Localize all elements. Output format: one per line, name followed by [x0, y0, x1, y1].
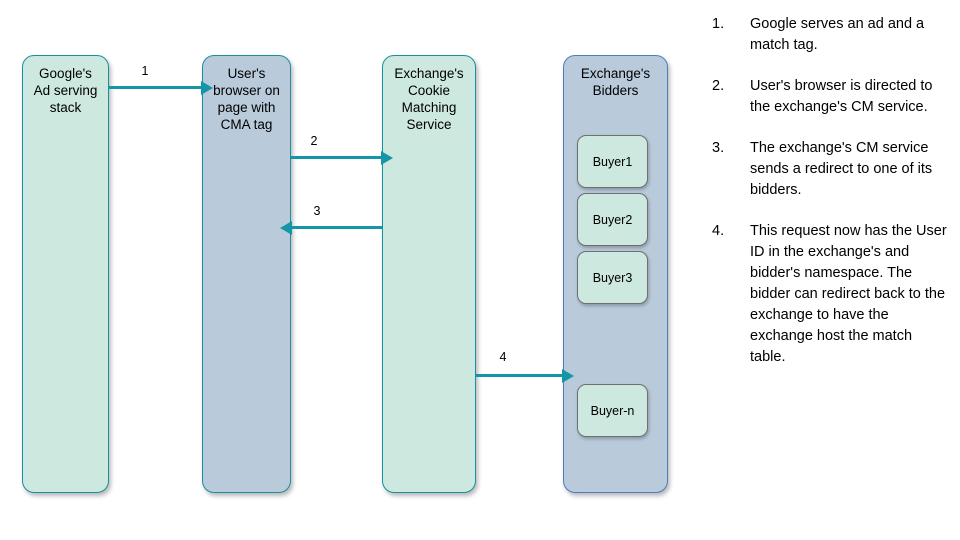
buyer-box-1: Buyer1 [577, 135, 648, 188]
arrow-head-left-icon [280, 220, 292, 235]
step-3-number: 3. [712, 140, 725, 156]
arrow-head-right-icon [201, 80, 213, 95]
steps-list: 1. Google serves an ad and a match tag. … [712, 14, 950, 388]
step-item-3: 3. The exchange's CM service sends a red… [712, 138, 950, 201]
arrow-head-right-icon [562, 368, 574, 383]
step-2-number: 2. [712, 78, 725, 94]
arrow-4-label: 4 [499, 350, 507, 364]
step-1-number: 1. [712, 16, 725, 32]
step-1-text: Google serves an ad and a match tag. [750, 16, 925, 53]
arrow-3-label: 3 [313, 204, 321, 218]
arrow-1-label: 1 [141, 64, 149, 78]
flow-box-user-browser-label: User's browser on page with CMA tag [213, 66, 280, 132]
step-2-text: User's browser is directed to the exchan… [750, 78, 933, 115]
arrow-1-ad-stack-to-browser [108, 80, 213, 95]
buyer-box-3-label: Buyer3 [592, 270, 633, 285]
buyer-box-2-label: Buyer2 [592, 212, 633, 227]
arrow-4-cm-service-to-bidders [476, 368, 574, 383]
step-item-4: 4. This request now has the User ID in t… [712, 221, 950, 368]
step-3-text: The exchange's CM service sends a redire… [750, 140, 933, 198]
flow-box-user-browser: User's browser on page with CMA tag [202, 55, 291, 493]
arrow-2-browser-to-cm-service [291, 150, 393, 165]
flow-box-exchange-bidders: Exchange's Bidders Buyer1 Buyer2 Buyer3 … [563, 55, 668, 493]
step-item-1: 1. Google serves an ad and a match tag. [712, 14, 950, 56]
buyer-box-n: Buyer-n [577, 384, 648, 437]
arrow-3-cm-service-to-browser [280, 220, 382, 235]
buyer-box-1-label: Buyer1 [592, 154, 633, 169]
arrow-2-label: 2 [310, 134, 318, 148]
buyer-box-3: Buyer3 [577, 251, 648, 304]
buyer-box-2: Buyer2 [577, 193, 648, 246]
step-4-number: 4. [712, 223, 725, 239]
step-item-2: 2. User's browser is directed to the exc… [712, 76, 950, 118]
flow-box-exchange-bidders-label: Exchange's Bidders [580, 66, 651, 98]
flow-box-ad-serving-stack-label: Google's Ad serving stack [33, 66, 98, 115]
step-4-text: This request now has the User ID in the … [750, 223, 947, 365]
buyer-box-n-label: Buyer-n [590, 403, 635, 418]
flow-box-cookie-matching-service-label: Exchange's Cookie Matching Service [394, 66, 464, 132]
flow-box-ad-serving-stack: Google's Ad serving stack [22, 55, 109, 493]
arrow-head-right-icon [381, 150, 393, 165]
flow-box-cookie-matching-service: Exchange's Cookie Matching Service [382, 55, 476, 493]
